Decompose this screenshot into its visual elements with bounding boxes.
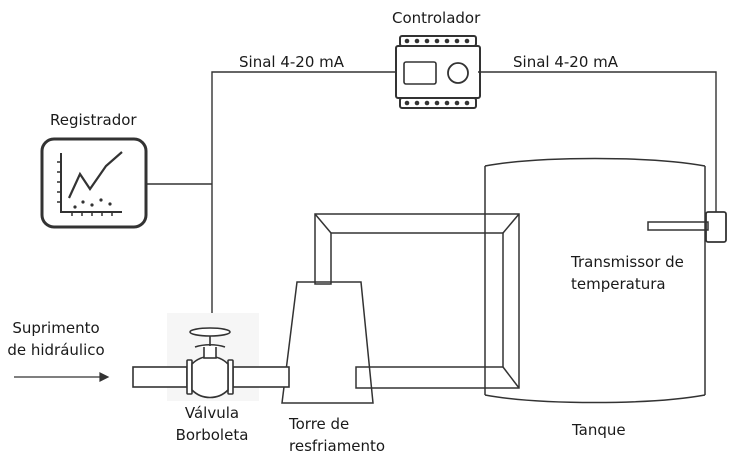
signal-left-label: Sinal 4-20 mA [239,53,345,71]
valve-label: Válvula Borboleta [162,403,262,445]
controller-label: Controlador [392,9,481,27]
cooling-tower-icon [281,281,374,404]
tower-label-line1: Torre de [289,415,350,433]
signal-wires [146,71,717,335]
tower-label-line2: resfriamento [289,437,386,455]
supply-arrow-icon [14,372,110,382]
wire-controller-to-valve [211,71,396,335]
supply-pipe [132,366,290,388]
tower-label: Torre de resfriamento [289,414,385,456]
supply-label-line1: Suprimento [12,319,100,337]
butterfly-valve-icon [186,327,234,399]
valve-label-line2: Borboleta [175,426,249,444]
valve-label-line1: Válvula [184,404,240,422]
recorder-icon [40,137,148,229]
supply-label: Suprimento de hidráulico [6,318,106,360]
controller-icon [395,35,481,109]
tank-icon [484,157,706,404]
recorder-label: Registrador [50,111,137,129]
tank-label: Tanque [572,421,626,439]
transmitter-label: Transmissor de temperatura [571,252,684,294]
signal-right-label: Sinal 4-20 mA [513,53,619,71]
wire-controller-to-transmitter [478,71,717,212]
supply-label-line2: de hidráulico [7,341,105,359]
transmitter-label-line1: Transmissor de [571,253,684,271]
piping [314,213,520,389]
temperature-transmitter-icon [647,211,727,243]
transmitter-label-line2: temperatura [571,275,666,293]
